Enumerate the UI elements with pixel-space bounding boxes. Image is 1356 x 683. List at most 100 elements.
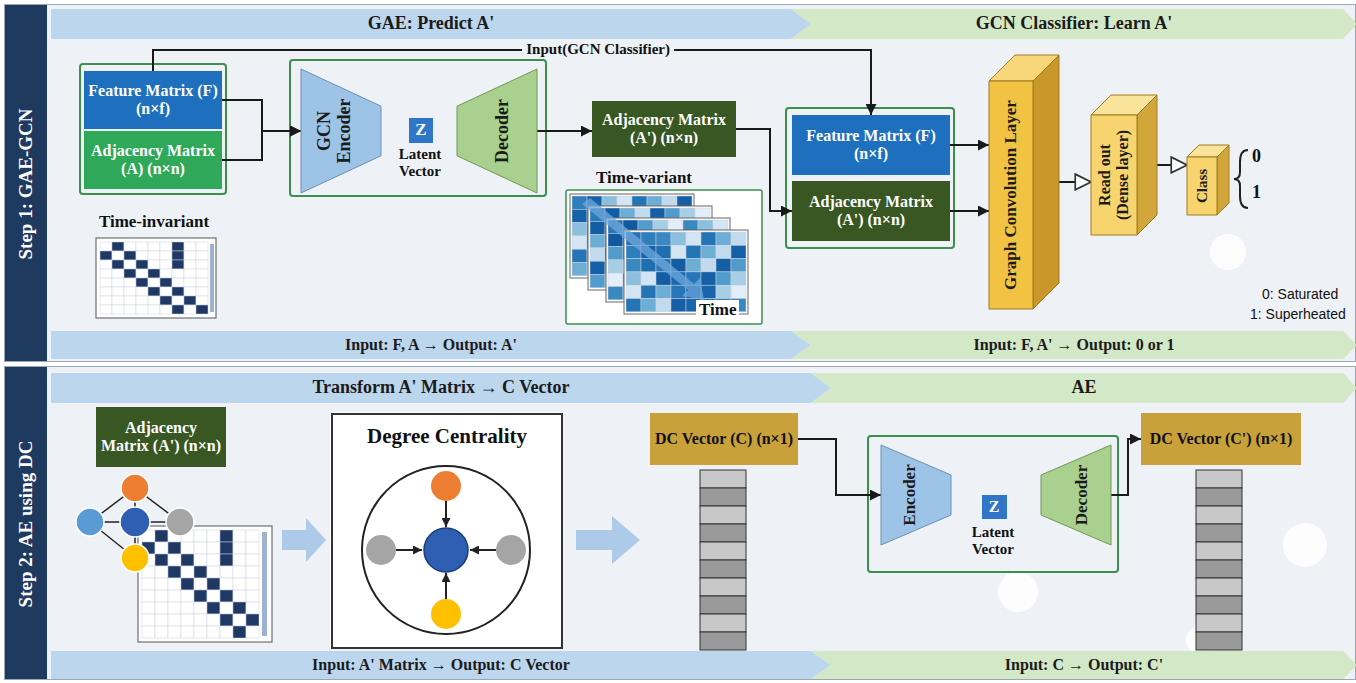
heatmap-cell <box>608 287 623 300</box>
decor-line <box>445 573 447 599</box>
box-label: Adjacency Matrix (A) (n×n) <box>88 142 218 177</box>
node-shape <box>989 55 1059 309</box>
heatmap-cell <box>246 530 259 542</box>
heatmap-cell <box>155 578 168 590</box>
block-label: Encoder <box>901 460 920 530</box>
box-label: Input: A' Matrix → Output: C Vector <box>312 656 570 674</box>
box-label: Feature Matrix (F) (n×f) <box>88 82 218 117</box>
shape-face <box>457 69 537 193</box>
heatmap-cell <box>136 269 148 278</box>
shape-face <box>51 9 811 39</box>
heatmap-cell <box>207 542 220 554</box>
heatmap-cell <box>207 614 220 626</box>
heatmap-cell <box>194 554 207 566</box>
shape-face <box>51 331 811 359</box>
heatmap-cell <box>590 275 605 288</box>
heatmap-cell <box>233 602 246 614</box>
text-group: Degree Centrality <box>363 425 531 448</box>
heatmap-frame <box>138 526 272 642</box>
heatmap-cell <box>100 242 112 251</box>
background-dot <box>1210 234 1246 270</box>
header-band: GAE: Predict A' <box>51 9 811 39</box>
text-group: DC Vector (C') (n×1) <box>1146 430 1297 448</box>
text-group: Adjacency Matrix (A) (n×n) <box>84 142 222 177</box>
heatmap-cell <box>155 530 168 542</box>
footer-band: Input: F, A → Output: A' <box>51 331 811 359</box>
shape-face <box>811 651 1356 679</box>
heatmap-cell <box>572 209 587 222</box>
heatmap-cell <box>148 260 160 269</box>
centrality-ground <box>330 412 562 648</box>
vector-cell <box>1196 632 1242 650</box>
heatmap-cell <box>136 296 148 305</box>
box-label: Input: F, A → Output: A' <box>345 336 517 354</box>
heatmap-cell <box>220 590 233 602</box>
heatmap-cell <box>124 269 136 278</box>
heatmap-cell <box>148 296 160 305</box>
shape-face <box>1187 157 1217 215</box>
heatmap-cell <box>233 590 246 602</box>
heatmap-cell <box>112 305 124 314</box>
heatmap-cell <box>172 242 184 251</box>
text-group: Adjacency Matrix (A') (n×n) <box>792 193 950 228</box>
block-label: GCN Encoder <box>315 88 355 175</box>
heatmap-cell <box>172 269 184 278</box>
graph-node <box>121 474 149 502</box>
layer-slab: Graph Convolution Layer <box>989 55 1059 309</box>
heatmap-cell <box>124 287 136 296</box>
heatmap-cell <box>100 287 112 296</box>
connector <box>153 50 871 115</box>
latent-box: Z <box>982 495 1007 519</box>
box-label: Feature Matrix (F) (n×f) <box>796 127 946 162</box>
vector-cell <box>700 614 746 632</box>
heatmap-cell <box>246 602 259 614</box>
time-arrow <box>582 198 704 300</box>
decoder-block: Decoder <box>457 69 537 193</box>
vector-cell <box>1196 596 1242 614</box>
shape-face <box>1041 445 1111 545</box>
vector-cell <box>700 632 746 650</box>
shape-face <box>51 373 831 403</box>
box-label: GCN Classifier: Learn A' <box>976 14 1172 34</box>
heatmap-cell <box>246 542 259 554</box>
heatmap-cell <box>148 251 160 260</box>
heatmap-cell <box>184 251 196 260</box>
text-group: DC Vector (C) (n×1) <box>651 430 797 448</box>
text-group: Feature Matrix (F) (n×f) <box>84 82 222 117</box>
block-label: Read out (Dense layer) <box>1096 121 1131 229</box>
box-label: GAE: Predict A' <box>368 14 495 34</box>
box-label: DC Vector (C') (n×1) <box>1150 430 1293 448</box>
heatmap-cell <box>194 602 207 614</box>
footer-band: Input: F, A' → Output: 0 or 1 <box>791 331 1356 359</box>
step-label: Step 1: GAE-GCN <box>16 109 37 260</box>
decor-line <box>470 549 496 551</box>
decor-line <box>396 549 422 551</box>
heatmap-cell <box>220 614 233 626</box>
heatmap-cell <box>100 278 112 287</box>
matrix-box: Feature Matrix (F) (n×f) <box>792 115 950 175</box>
heatmap-cell <box>207 590 220 602</box>
heatmap-cell <box>233 614 246 626</box>
vector-cell <box>1196 488 1242 506</box>
block-label: Class <box>1194 163 1211 209</box>
heatmap-cell <box>124 251 136 260</box>
heatmap-cell <box>194 530 207 542</box>
box-label: Adjacency Matrix (A') (n×n) <box>100 419 222 454</box>
graph-node <box>496 535 526 565</box>
annotation-label: 1: Superheated <box>1250 306 1346 322</box>
heatmap-cell <box>168 590 181 602</box>
heatmap-cell <box>184 269 196 278</box>
connector <box>798 439 881 495</box>
annotation-label: Latent Vector <box>957 524 1029 559</box>
heatmap-cell <box>731 259 746 272</box>
heatmap-frame <box>96 238 216 318</box>
annotation-label: Time-invariant <box>78 212 230 232</box>
footer-band: Input: A' Matrix → Output: C Vector <box>51 651 831 679</box>
heatmap-cell <box>155 602 168 614</box>
heatmap-cell <box>160 287 172 296</box>
heatmap-cell <box>590 235 605 248</box>
shape-face <box>791 331 1356 359</box>
shape-face <box>791 9 1356 39</box>
text-group: Input: A' Matrix → Output: C Vector <box>308 656 574 674</box>
heatmap-cell <box>160 296 172 305</box>
